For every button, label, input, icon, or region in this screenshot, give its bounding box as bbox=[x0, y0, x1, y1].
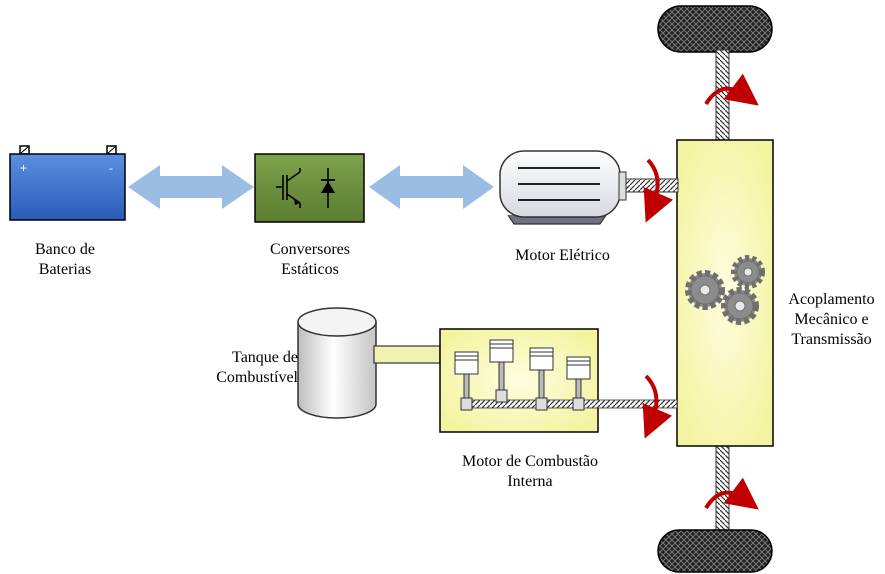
fuel-tank-label-line-1: Tanque de bbox=[232, 349, 298, 366]
fuel-tank-icon bbox=[297, 307, 377, 419]
electric-motor-label-text: Motor Elétrico bbox=[515, 247, 610, 264]
coupling-label-line-2: Mecânico e bbox=[794, 311, 869, 328]
top-axle-shaft bbox=[715, 49, 730, 143]
power-flow-arrow-converter-motor bbox=[369, 165, 494, 209]
electric-motor-label: Motor Elétrico bbox=[500, 246, 625, 266]
battery-label: Banco de Baterias bbox=[25, 240, 105, 280]
combustion-engine-label-line-1: Motor de Combustão bbox=[462, 453, 598, 470]
combustion-engine-label: Motor de Combustão Interna bbox=[440, 452, 620, 492]
fuel-pipe bbox=[373, 345, 441, 364]
fuel-tank-label-line-2: Combustível bbox=[216, 369, 298, 386]
rotation-arrow-motor bbox=[643, 158, 674, 223]
electric-motor-icon bbox=[499, 150, 627, 225]
motor-output-shaft bbox=[625, 178, 679, 193]
crankshaft-icon bbox=[454, 339, 678, 411]
converter-label: Conversores Estáticos bbox=[255, 240, 365, 280]
rotation-arrow-engine bbox=[642, 374, 673, 439]
battery-label-line-2: Baterias bbox=[38, 261, 92, 278]
coupling-label-line-1: Acoplamento bbox=[788, 291, 875, 308]
coupling-label: Acoplamento Mecânico e Transmissão bbox=[778, 290, 885, 350]
bottom-axle-shaft bbox=[715, 443, 730, 535]
battery-label-line-1: Banco de bbox=[35, 241, 95, 258]
power-flow-arrow-battery-converter bbox=[128, 165, 254, 209]
fuel-tank-label: Tanque de Combustível bbox=[198, 348, 298, 388]
converter-label-line-1: Conversores bbox=[270, 241, 350, 258]
combustion-engine-label-line-2: Interna bbox=[507, 473, 553, 490]
bottom-wheel bbox=[657, 529, 773, 573]
battery-negative-terminal: - bbox=[109, 161, 113, 175]
battery-positive-terminal: + bbox=[20, 161, 27, 175]
battery-icon bbox=[9, 145, 126, 221]
top-wheel bbox=[657, 5, 773, 53]
rotation-arrow-bottom bbox=[704, 477, 759, 510]
converter-label-line-2: Estáticos bbox=[281, 261, 339, 278]
rotation-arrow-top bbox=[704, 73, 759, 106]
gears-icon bbox=[685, 255, 765, 325]
coupling-label-line-3: Transmissão bbox=[791, 331, 872, 348]
converter-icon bbox=[254, 153, 365, 223]
